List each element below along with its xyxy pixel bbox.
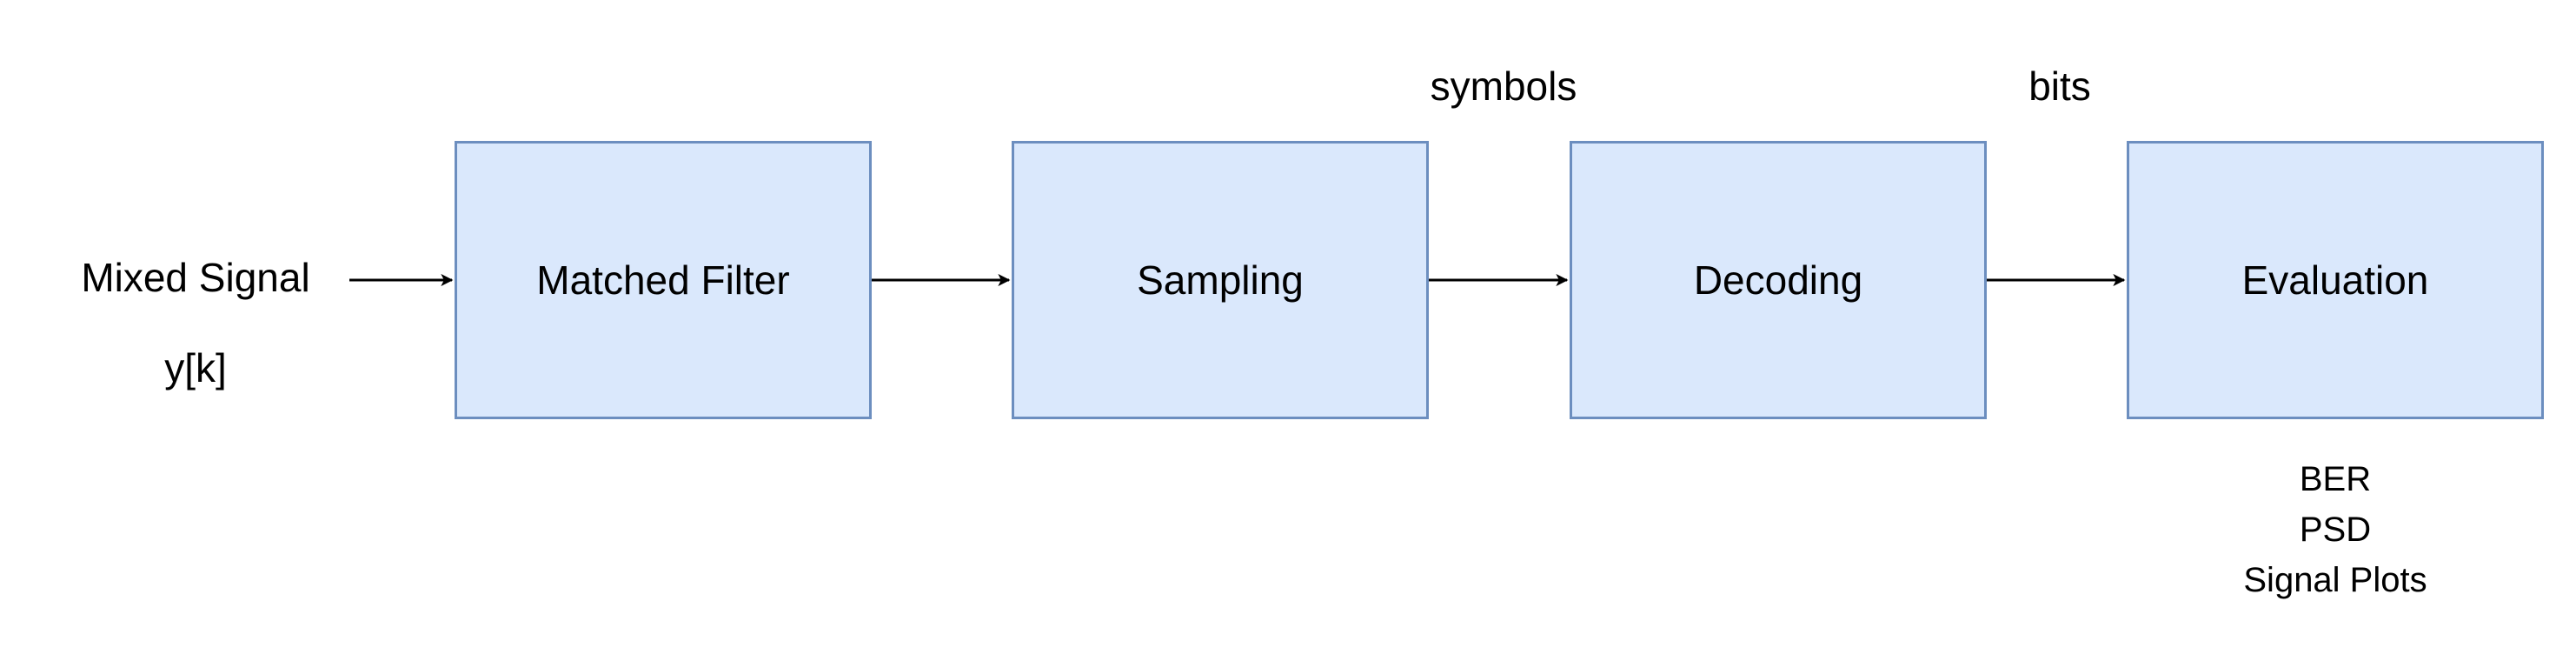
evaluation-block: Evaluation: [2127, 141, 2544, 419]
block-label: Matched Filter: [536, 257, 790, 303]
output-ber: BER: [2299, 460, 2372, 498]
input-signal-variable: y[k]: [164, 345, 227, 391]
sampling-block: Sampling: [1012, 141, 1429, 419]
output-signal-plots: Signal Plots: [2243, 561, 2427, 599]
matched-filter-block: Matched Filter: [455, 141, 872, 419]
input-signal-label: Mixed Signal: [81, 255, 310, 300]
symbols-edge-label: symbols: [1430, 63, 1577, 109]
output-psd: PSD: [2299, 511, 2372, 549]
block-label: Sampling: [1137, 257, 1304, 303]
bits-edge-label: bits: [2028, 63, 2091, 109]
block-label: Decoding: [1693, 257, 1863, 303]
evaluation-outputs: BER PSD Signal Plots: [2127, 454, 2544, 605]
decoding-block: Decoding: [1570, 141, 1987, 419]
block-label: Evaluation: [2241, 257, 2429, 303]
